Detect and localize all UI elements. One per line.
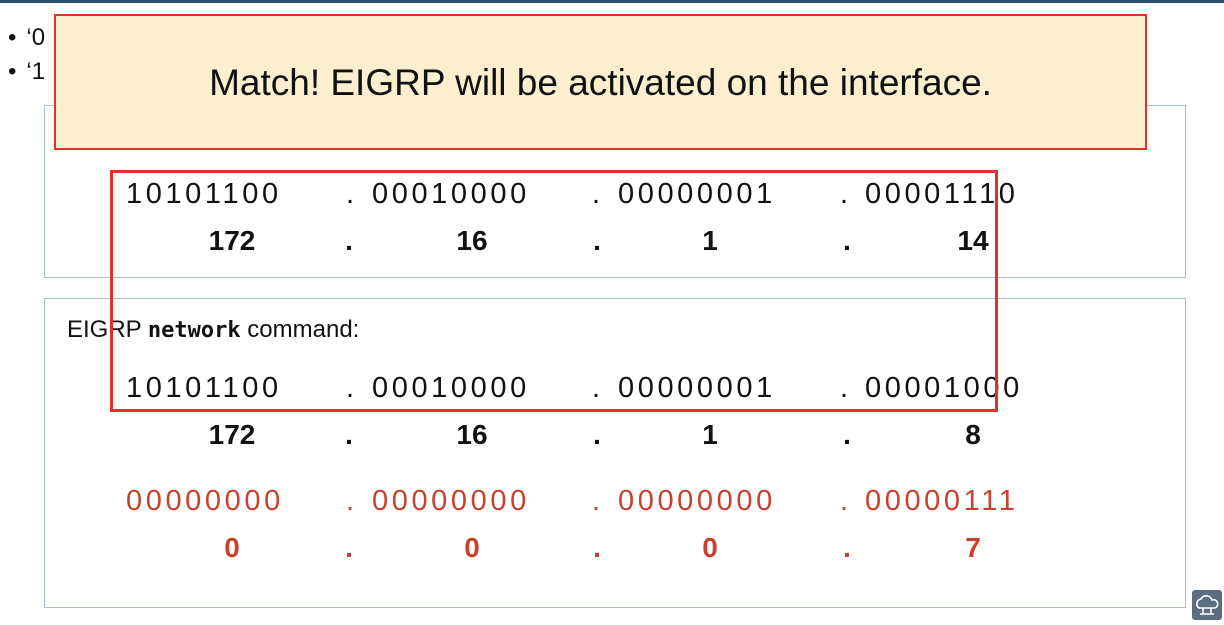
octet-decimal: 0 (702, 532, 718, 563)
cloud-network-icon (1192, 590, 1222, 620)
bullet-text: ‘1 (26, 58, 46, 85)
network-decimal-row: 172 . 16 . 1 . 8 (44, 419, 1184, 459)
dot-separator: . (840, 372, 852, 404)
dot-separator: . (593, 532, 601, 563)
match-highlight-box (110, 170, 998, 412)
dot-separator: . (593, 225, 601, 256)
octet-decimal: 172 (208, 419, 256, 450)
dot-separator: . (592, 372, 604, 404)
dot-separator: . (345, 419, 353, 450)
interface-binary-row: 10101100 . 00010000 . 00000001 . 0000111… (44, 178, 1184, 218)
dot-separator: . (593, 419, 601, 450)
network-command-label: EIGRP network command: (67, 316, 359, 344)
octet-decimal: 0 (464, 532, 480, 563)
bullet-dot: • (8, 58, 17, 85)
dot-separator: . (840, 178, 852, 210)
dot-separator: . (843, 225, 851, 256)
octet-binary: 00000000 (126, 485, 284, 517)
dot-separator: . (843, 532, 851, 563)
label-suffix: command: (240, 316, 360, 343)
octet-binary: 00010000 (372, 372, 530, 404)
dot-separator: . (346, 485, 358, 517)
dot-separator: . (346, 372, 358, 404)
octet-binary: 10101100 (126, 178, 282, 210)
octet-decimal: 16 (456, 225, 488, 256)
octet-binary: 00001000 (865, 372, 1023, 404)
bullet-item: • ‘0 (8, 24, 45, 52)
octet-binary: 00000000 (372, 485, 530, 517)
dot-separator: . (592, 485, 604, 517)
octet-binary: 10101100 (126, 372, 282, 404)
dot-separator: . (843, 419, 851, 450)
octet-decimal: 16 (456, 419, 488, 450)
dot-separator: . (346, 178, 358, 210)
dot-separator: . (345, 532, 353, 563)
dot-separator: . (840, 485, 852, 517)
octet-binary: 00000001 (618, 178, 776, 210)
label-prefix: EIGRP (67, 316, 148, 343)
dot-separator: . (345, 225, 353, 256)
wildcard-binary-row: 00000000 . 00000000 . 00000000 . 0000011… (44, 485, 1184, 525)
bullet-item: • ‘1 (8, 58, 45, 86)
octet-decimal: 0 (224, 532, 240, 563)
octet-binary: 00000001 (618, 372, 776, 404)
octet-binary: 00000111 (865, 485, 1019, 517)
top-bar (0, 0, 1224, 3)
callout-text: Match! EIGRP will be activated on the in… (209, 62, 992, 103)
octet-decimal: 1 (702, 225, 718, 256)
octet-binary: 00010000 (372, 178, 530, 210)
octet-decimal: 14 (957, 225, 989, 256)
octet-decimal: 7 (965, 532, 981, 563)
wildcard-decimal-row: 0 . 0 . 0 . 7 (44, 532, 1184, 572)
bullet-dot: • (8, 24, 17, 51)
octet-decimal: 1 (702, 419, 718, 450)
network-binary-row: 10101100 . 00010000 . 00000001 . 0000100… (44, 372, 1184, 412)
interface-decimal-row: 172 . 16 . 1 . 14 (44, 225, 1184, 265)
octet-binary: 00001110 (865, 178, 1019, 210)
octet-decimal: 172 (208, 225, 256, 256)
bullet-text: ‘0 (26, 24, 46, 51)
network-keyword: network (147, 318, 241, 343)
octet-binary: 00000000 (618, 485, 776, 517)
octet-decimal: 8 (965, 419, 981, 450)
match-callout: Match! EIGRP will be activated on the in… (54, 14, 1147, 150)
dot-separator: . (592, 178, 604, 210)
